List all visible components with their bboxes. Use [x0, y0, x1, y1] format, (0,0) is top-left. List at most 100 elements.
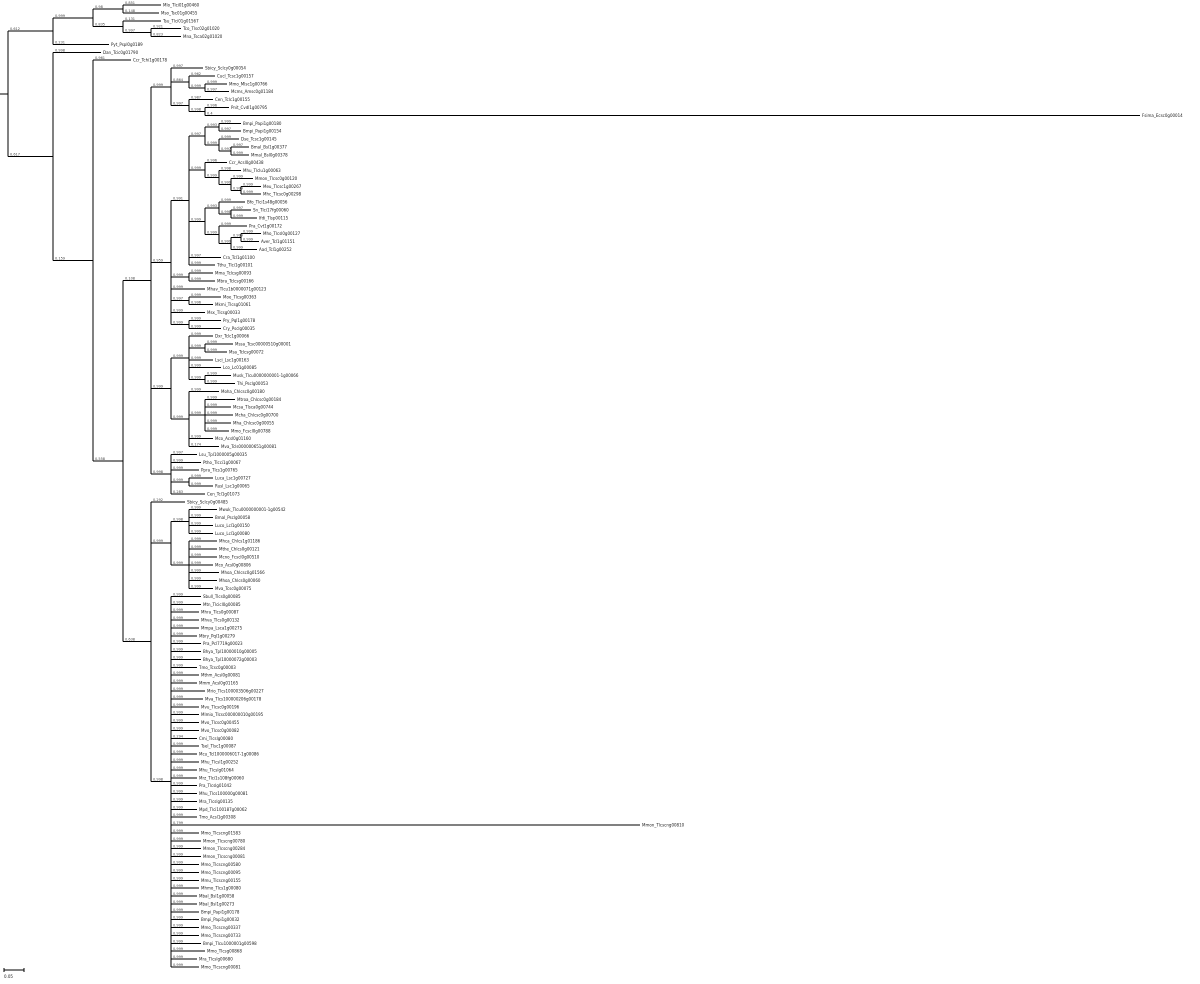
- leaf-label: Mrio_Tlcs100003506g00227: [207, 689, 264, 694]
- support-value: 0.823: [153, 33, 163, 37]
- leaf-label: Sbicy_Sclcy0g00054: [205, 66, 246, 71]
- support-value: 0.558: [95, 457, 105, 461]
- support-value: 0.999: [173, 616, 183, 620]
- leaf-label: Mbra_Tclcsg00166: [217, 278, 254, 283]
- support-value: 0.108: [125, 276, 135, 280]
- support-value: 0.999: [191, 411, 201, 415]
- leaf-label: Meu_Tlcsc1g00267: [263, 184, 302, 189]
- leaf-label: Mhra_Tlcs0g00087: [201, 610, 239, 615]
- leaf-label: Pra_Tlcslg01042: [199, 783, 232, 788]
- support-value: 0.999: [207, 231, 217, 235]
- support-value: 0.999: [55, 14, 65, 18]
- support-value: 0.999: [173, 916, 183, 920]
- leaf-label: Mmo_Tlcscng00081: [201, 965, 241, 970]
- support-value: 0.997: [221, 147, 231, 151]
- leaf-label: Dxr_Tclc1g00066: [215, 334, 250, 339]
- support-value: 0.999: [173, 711, 183, 715]
- leaf-label: Mcsa_Tlsca0g00744: [233, 405, 274, 410]
- support-value: 0.999: [153, 384, 163, 388]
- support-value: 0.997: [173, 102, 183, 106]
- support-value: 0.999: [207, 340, 217, 344]
- leaf-label: Mva_Tlcs100000206g00178: [205, 696, 262, 701]
- leaf-label: Mbal_Bsl1g00058: [199, 894, 235, 899]
- support-value: 0.962: [191, 72, 201, 76]
- support-value: 0.999: [173, 655, 183, 659]
- support-value: 0.999: [191, 387, 201, 391]
- support-value: 0.998: [191, 107, 201, 111]
- support-value: 0.999: [191, 316, 201, 320]
- support-value: 0.612: [10, 27, 20, 31]
- support-value: 0.999: [173, 782, 183, 786]
- support-value: 0.999: [173, 758, 183, 762]
- leaf-label: Cry_Psclg00035: [223, 326, 255, 331]
- support-value: 0.999: [191, 376, 201, 380]
- leaf-label: Mhva_Tlcs0g00132: [201, 618, 240, 623]
- support-value: 0.998: [221, 210, 231, 214]
- leaf-label: Mbal_Bsl1g00273: [199, 901, 235, 906]
- support-value: 0.961: [95, 56, 105, 60]
- support-value: 0.999: [233, 186, 243, 190]
- support-value: 0.999: [173, 719, 183, 723]
- support-value: 0.999: [173, 354, 183, 358]
- leaf-label: Mmon_Tlcscng00780: [203, 838, 246, 843]
- leaf-label: Mthe_Chlcs0g00121: [219, 547, 260, 552]
- leaf-label: Mmm_Acsl0g01165: [199, 681, 239, 686]
- leaf-label: Mrz_Tlci1s108fg00060: [199, 775, 244, 780]
- scale-bar-label: 0.05: [4, 974, 13, 979]
- support-value: 0.999: [173, 608, 183, 612]
- leaf-label: Ifdi_Tlsp00115: [259, 215, 289, 220]
- leaf-label: Msa_Tclcsg00072: [229, 349, 264, 354]
- leaf-label: Pry_Pql1g00178: [223, 318, 256, 323]
- leaf-label: Bmal_Bsl1g00377: [251, 144, 287, 149]
- leaf-label: Lsu_Tpl1000005g00035: [199, 452, 247, 457]
- leaf-label: Mhu_Tlcsl1g00252: [201, 759, 239, 764]
- leaf-label: Mva_Tcsc0g00075: [215, 586, 252, 591]
- leaf-label: Ptho_Tlcci1g00067: [203, 460, 241, 465]
- leaf-label: Mhu_Tlcs100000g00081: [199, 791, 248, 796]
- support-value: 0.959: [153, 259, 163, 263]
- support-value: 0.998: [221, 167, 231, 171]
- support-value: 0.999: [173, 813, 183, 817]
- support-value: 0.999: [191, 521, 201, 525]
- support-value: 0.999: [173, 648, 183, 652]
- support-value: 0.999: [191, 569, 201, 573]
- support-value: 0.999: [191, 514, 201, 518]
- leaf-label: Mra_Tlcslg00135: [199, 799, 233, 804]
- leaf-label: Mmon_Tlcscng00810: [642, 823, 685, 828]
- support-value: 0.996: [207, 159, 217, 163]
- support-value: 0.999: [191, 577, 201, 581]
- support-value: 0.999: [153, 83, 163, 87]
- support-value: 0.999: [191, 277, 201, 281]
- support-value: 0.131: [125, 17, 135, 21]
- support-value: 0.999: [191, 344, 201, 348]
- leaf-label: Mkmi_Tlcsg01061: [215, 302, 251, 307]
- support-value: 0.999: [173, 774, 183, 778]
- support-value: 0.921: [153, 25, 163, 29]
- leaf-label: Mco_Acsl0g00806: [215, 562, 251, 567]
- support-value: 0.999: [173, 679, 183, 683]
- support-value: 0.999: [173, 750, 183, 754]
- support-value: 0.999: [191, 217, 201, 221]
- support-value: 0.999: [173, 695, 183, 699]
- support-value: 0.999: [173, 900, 183, 904]
- support-value: 0.148: [125, 9, 135, 13]
- support-value: 0.987: [191, 96, 201, 100]
- support-value: 0.999: [233, 234, 243, 238]
- support-value: 0.999: [173, 663, 183, 667]
- leaf-label: Lsci_Lsc1g00163: [215, 357, 249, 362]
- leaf-label: Fsima_Ecsc0g00014: [1142, 113, 1183, 118]
- leaf-label: Tsu_Tlci01g01567: [162, 18, 199, 23]
- leaf-label: Mco_Acsl0g01160: [215, 436, 251, 441]
- support-value: 0.999: [191, 324, 201, 328]
- leaf-label: Mra_Tlcslg00680: [199, 957, 233, 962]
- leaf-label: Aad_Tcl1g00252: [259, 247, 292, 252]
- leaf-label: Bmpi_Papi1g00032: [201, 917, 240, 922]
- support-value: 0.999: [207, 403, 217, 407]
- leaf-label: Mcno_Fcscl0g00510: [219, 554, 260, 559]
- leaf-label: Mmon_Tlcsc0g00120: [255, 176, 298, 181]
- support-value: 0.999: [221, 240, 231, 244]
- support-value: 0.999: [173, 703, 183, 707]
- support-value: 0.98: [95, 5, 103, 9]
- leaf-label: Mna_Tsca02g01020: [183, 34, 223, 39]
